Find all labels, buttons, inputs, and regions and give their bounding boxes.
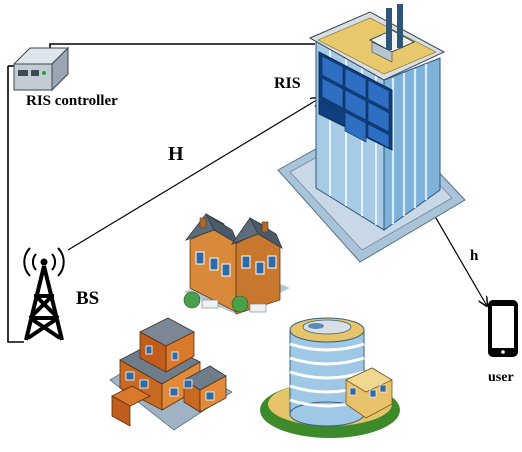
channel-H-label: H bbox=[168, 143, 184, 165]
channel-h-label: h bbox=[470, 248, 479, 264]
ris-controller-label: RIS controller bbox=[26, 93, 118, 109]
ris-label: RIS bbox=[274, 75, 301, 92]
router-icon bbox=[12, 46, 70, 92]
smartphone-icon bbox=[488, 300, 518, 357]
bs-label: BS bbox=[76, 288, 100, 309]
round-tower-icon bbox=[260, 317, 400, 438]
skyscraper-icon bbox=[277, 4, 466, 263]
townhouse-icon bbox=[183, 212, 290, 315]
channel-H-arrow bbox=[67, 98, 320, 251]
office-building-icon bbox=[109, 317, 233, 431]
user-label: user bbox=[488, 370, 514, 385]
antenna-tower-icon bbox=[23, 247, 65, 341]
